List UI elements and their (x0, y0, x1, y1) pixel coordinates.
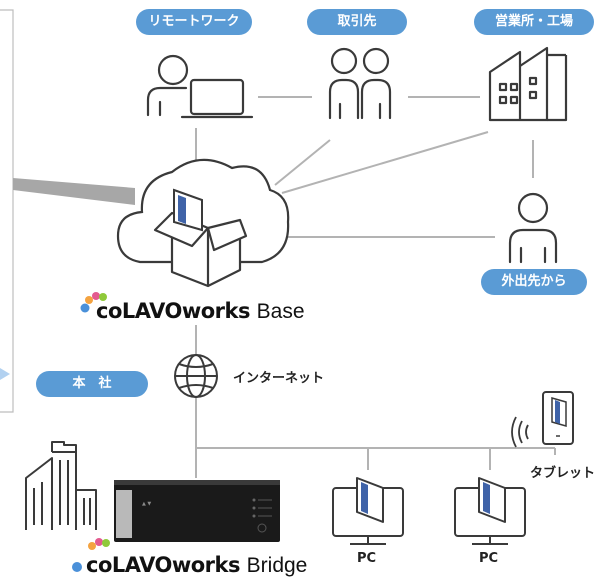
partner-label: 取引先 (307, 9, 407, 35)
connection-lines (195, 96, 556, 478)
head-office-label: 本 社 (36, 371, 148, 397)
callout-wedge (13, 178, 135, 205)
left-panel-frame (0, 9, 14, 413)
wifi-icon (511, 416, 529, 448)
from-outside-label: 外出先から (481, 269, 587, 295)
brand-bridge: coLAVOworks Bridge (86, 553, 307, 578)
pc-label-2: PC (479, 551, 499, 566)
left-panel-tab (0, 368, 10, 380)
brand-base: coLAVOworks Base (96, 299, 305, 324)
monitor-icon (332, 477, 404, 545)
globe-icon (174, 354, 218, 398)
remote-work-label: リモートワーク (136, 9, 252, 35)
pc-label-1: PC (357, 551, 377, 566)
person-icon (508, 192, 558, 264)
two-people-icon (328, 47, 392, 120)
brand-base-suffix: Base (256, 300, 305, 323)
logo-dots-icon (72, 292, 110, 572)
internet-label: インターネット (233, 371, 325, 386)
skyscraper-icon (25, 441, 97, 530)
monitor-icon-2 (454, 477, 526, 545)
svg-text:▲ ▼: ▲ ▼ (142, 501, 151, 507)
person-laptop-icon (146, 54, 254, 119)
brand-base-name: coLAVOworks (96, 299, 250, 323)
building-icon (488, 46, 568, 122)
tablet-label: タブレット (530, 466, 596, 481)
tablet-icon (542, 391, 574, 445)
server-device-icon: ▲ ▼ (114, 480, 280, 542)
brand-bridge-suffix: Bridge (246, 554, 308, 577)
brand-bridge-name: coLAVOworks (86, 553, 240, 577)
cloud-box-icon (116, 158, 290, 288)
office-factory-label: 営業所・工場 (474, 9, 594, 35)
